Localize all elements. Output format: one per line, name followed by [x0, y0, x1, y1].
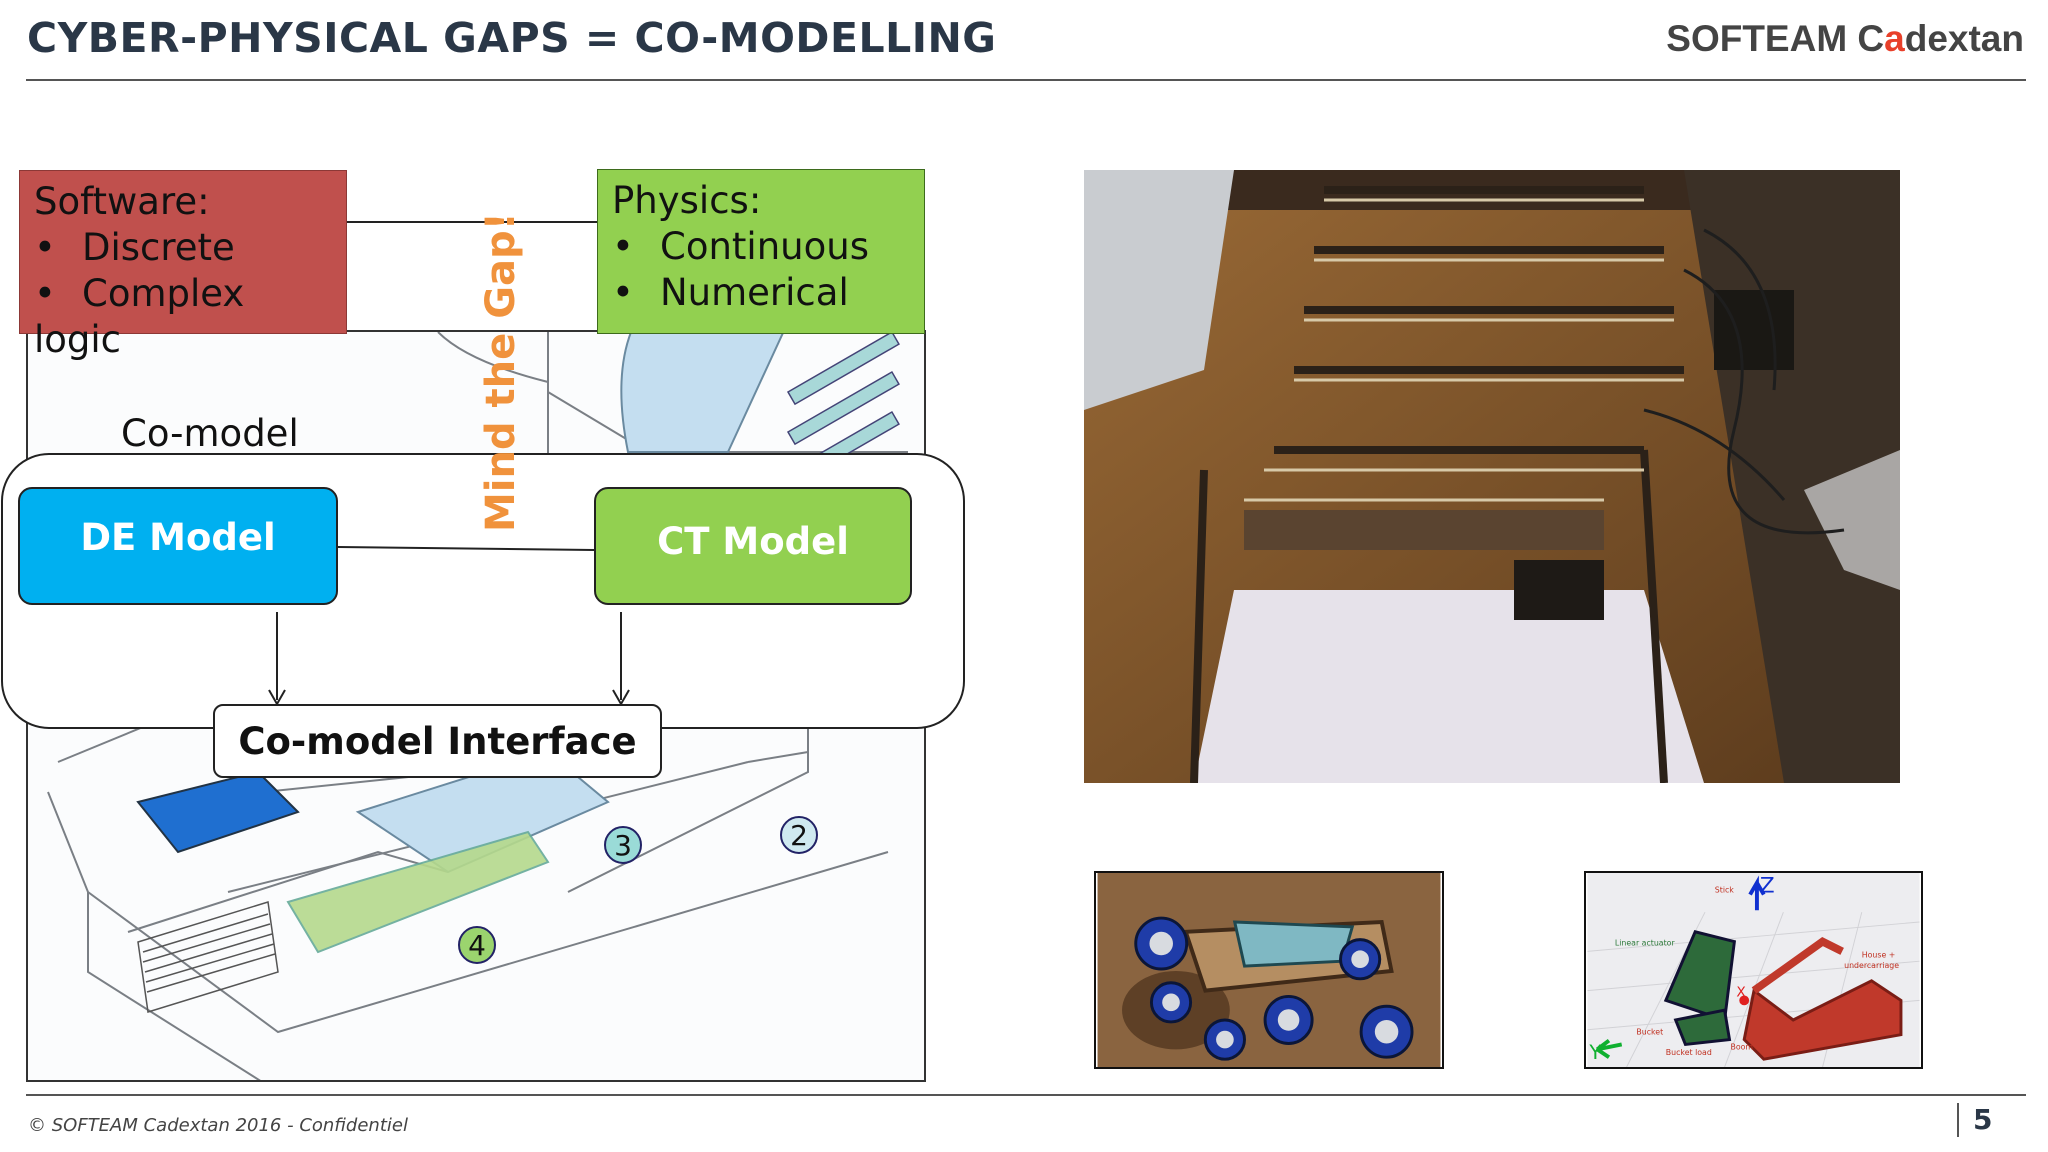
comodel-interface-box: Co-model Interface: [213, 704, 662, 778]
callout-2: 2: [790, 819, 808, 852]
header-divider: [26, 79, 2026, 81]
software-item-complex-logic: Complex logic: [34, 271, 332, 363]
excavator-label-actuator: Linear actuator: [1615, 939, 1676, 948]
callout-4: 4: [468, 929, 486, 962]
software-item-discrete: Discrete: [34, 225, 332, 271]
excavator-label-undercarriage: undercarriage: [1844, 961, 1899, 970]
comodel-label: Co-model: [121, 412, 299, 455]
excavator-label-stick: Stick: [1715, 886, 1735, 895]
software-box: Software: Discrete Complex logic: [19, 170, 347, 361]
excavator-label-bucket: Bucket: [1636, 1028, 1663, 1037]
logo-text-end: dextan: [1904, 18, 2024, 59]
software-heading: Software:: [34, 180, 210, 223]
de-model-box: DE Model: [18, 487, 338, 605]
mind-the-gap-label: Mind the Gap!: [478, 212, 524, 532]
physics-heading: Physics:: [612, 179, 762, 222]
physics-box: Physics: Continuous Numerical: [597, 169, 925, 334]
slide-title: CYBER-PHYSICAL GAPS = CO-MODELLING: [27, 14, 997, 62]
footer-divider: [26, 1094, 2026, 1096]
excavator-model-image: Z Y X Stick Linear actuator House + unde…: [1584, 871, 1923, 1069]
excavator-axis-z: Z: [1760, 874, 1775, 899]
page-number: 5: [1957, 1103, 1992, 1137]
callout-markers: 2 3 4: [458, 816, 818, 964]
company-logo: SOFTEAM Cadextan: [1666, 18, 2024, 60]
excavator-axis-y: Y: [1588, 1041, 1601, 1064]
excavator-axis-x: X: [1736, 984, 1745, 1000]
physics-item-continuous: Continuous: [612, 224, 910, 270]
excavator-label-bucket-load: Bucket load: [1666, 1048, 1712, 1057]
excavator-label-boom: Boom: [1730, 1042, 1753, 1051]
ct-model-label: CT Model: [657, 519, 849, 563]
rover-simulation-image: [1094, 871, 1444, 1069]
ct-model-box: CT Model: [594, 487, 912, 605]
footer-copyright: © SOFTEAM Cadextan 2016 - Confidentiel: [28, 1115, 408, 1136]
de-model-label: DE Model: [80, 515, 276, 559]
excavator-label-house: House +: [1862, 950, 1896, 959]
physics-item-numerical: Numerical: [612, 270, 910, 316]
logo-text-start: SOFTEAM C: [1666, 18, 1885, 59]
comodel-interface-label: Co-model Interface: [238, 719, 637, 763]
printer-prototype-photo: [1084, 170, 1900, 783]
callout-3: 3: [614, 829, 632, 862]
logo-text-accent: a: [1884, 18, 1905, 59]
